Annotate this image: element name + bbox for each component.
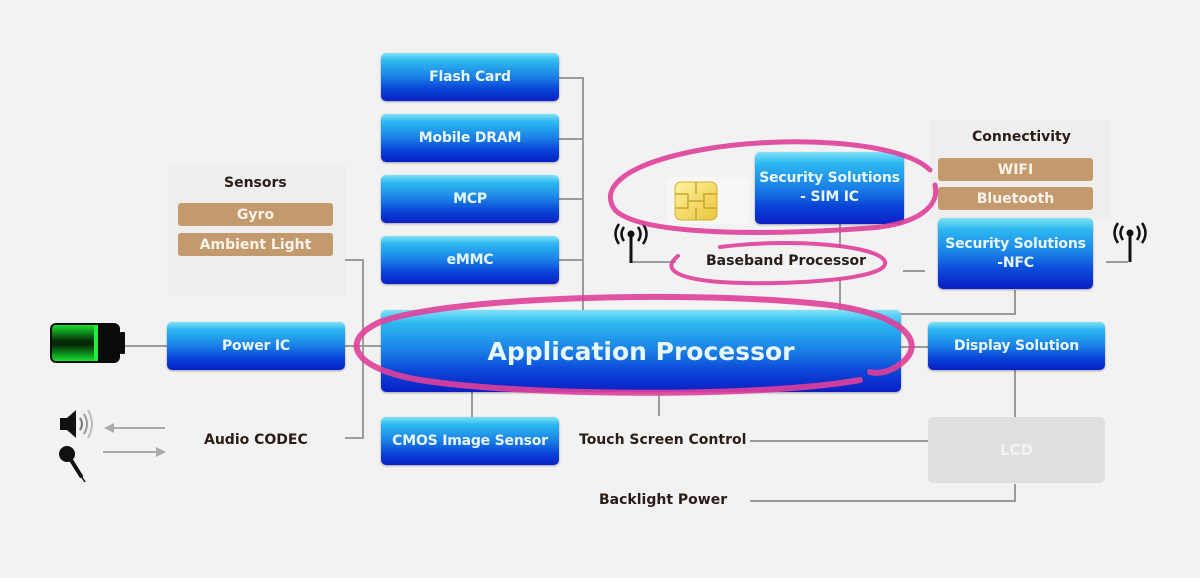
application-processor-label: Application Processor bbox=[487, 336, 795, 366]
mcp-box: MCP bbox=[381, 175, 559, 223]
display-solution-box: Display Solution bbox=[928, 322, 1105, 370]
audio-out-arrowhead bbox=[104, 423, 114, 433]
lcd-box: LCD bbox=[928, 417, 1105, 483]
sim-chip-icon bbox=[674, 181, 718, 221]
application-processor-box: Application Processor bbox=[381, 310, 901, 392]
security-sim-ic-box: Security Solutions - SIM IC bbox=[755, 152, 904, 224]
display-solution-label: Display Solution bbox=[954, 337, 1079, 354]
connectivity-wifi-label: WIFI bbox=[997, 161, 1034, 178]
cmos-image-sensor-box: CMOS Image Sensor bbox=[381, 417, 559, 465]
connectivity-wifi: WIFI bbox=[938, 158, 1093, 181]
sensor-gyro: Gyro bbox=[178, 203, 333, 226]
backlight-power-label: Backlight Power bbox=[599, 492, 728, 508]
speaker-icon bbox=[60, 409, 93, 439]
security-sim-line1: Security Solutions bbox=[759, 170, 900, 186]
highlight-ap-ellipse bbox=[353, 293, 915, 396]
flash-card-label: Flash Card bbox=[429, 68, 511, 85]
emmc-box: eMMC bbox=[381, 236, 559, 284]
backlight-lcd-line bbox=[750, 484, 1016, 502]
mobile-dram-label: Mobile DRAM bbox=[418, 129, 522, 146]
memory-bus-line bbox=[558, 77, 584, 312]
sensors-audio-bracket bbox=[345, 259, 364, 439]
microphone-icon bbox=[59, 446, 86, 483]
sensor-gyro-label: Gyro bbox=[236, 206, 275, 223]
antenna-icon-nfc bbox=[1113, 222, 1147, 262]
audio-codec-label: Audio CODEC bbox=[204, 432, 308, 448]
connectivity-bluetooth-label: Bluetooth bbox=[976, 190, 1055, 207]
touch-screen-control-label: Touch Screen Control bbox=[579, 432, 747, 448]
ap-nfc-line bbox=[900, 290, 1016, 315]
flash-card-box: Flash Card bbox=[381, 53, 559, 101]
security-nfc-line1: Security Solutions bbox=[945, 235, 1086, 252]
emmc-label: eMMC bbox=[446, 251, 494, 268]
lcd-label: LCD bbox=[999, 441, 1034, 459]
sensors-title: Sensors bbox=[224, 175, 287, 191]
cmos-image-sensor-label: CMOS Image Sensor bbox=[392, 432, 548, 449]
security-nfc-line2: -NFC bbox=[997, 254, 1034, 271]
security-nfc-box: Security Solutions -NFC bbox=[938, 218, 1093, 289]
battery-icon bbox=[50, 323, 125, 363]
sensors-panel bbox=[168, 165, 346, 295]
baseband-processor-label: Baseband Processor bbox=[706, 253, 867, 269]
power-ic-label: Power IC bbox=[222, 337, 290, 354]
highlight-sim-ellipse bbox=[608, 139, 939, 235]
sensor-ambient-light: Ambient Light bbox=[178, 233, 333, 256]
connectivity-bluetooth: Bluetooth bbox=[938, 187, 1093, 210]
sensor-ambient-light-label: Ambient Light bbox=[199, 236, 312, 253]
highlight-baseband-ellipse bbox=[669, 241, 887, 286]
connectivity-title: Connectivity bbox=[972, 129, 1071, 145]
antenna-icon-baseband bbox=[614, 223, 648, 263]
audio-in-arrowhead bbox=[156, 447, 166, 457]
mcp-label: MCP bbox=[453, 190, 487, 207]
sim-card bbox=[667, 177, 749, 224]
power-ic-box: Power IC bbox=[167, 322, 345, 370]
mobile-dram-box: Mobile DRAM bbox=[381, 114, 559, 162]
security-sim-line2: - SIM IC bbox=[800, 189, 859, 205]
